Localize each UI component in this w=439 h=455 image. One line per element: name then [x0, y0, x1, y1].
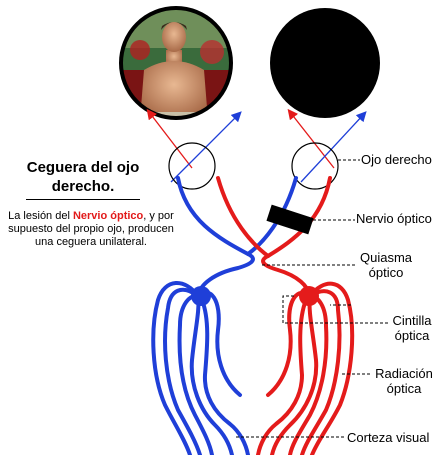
ray-right-blue [300, 111, 367, 183]
title-underline [26, 199, 140, 200]
label-optic-radiation: Radiación óptica [374, 366, 434, 396]
label-optic-tract: Cintilla óptica [388, 313, 436, 343]
ray-left-blue [170, 111, 242, 183]
red-pathway [216, 176, 355, 455]
left-visual-field [119, 6, 233, 120]
description-text: La lesión del Nervio óptico, y por supue… [0, 210, 182, 249]
label-optic-nerve: Nervio óptico [356, 211, 432, 226]
label-leader-lines [236, 159, 388, 438]
right-visual-field [270, 8, 380, 118]
description-highlight: Nervio óptico [72, 210, 144, 222]
label-optic-radiation-line1: Radiación [375, 366, 433, 381]
ray-left-red [146, 108, 193, 169]
ray-right-red [287, 108, 335, 169]
eye-right-icon [291, 142, 339, 190]
label-optic-radiation-line2: óptica [386, 381, 422, 396]
label-optic-tract-line2: óptica [394, 328, 430, 343]
description-suffix: , y por supuesto del propio ojo, produce… [8, 210, 174, 248]
label-visual-cortex: Corteza visual [347, 430, 430, 445]
eye-left-icon [168, 142, 216, 190]
page-title: Ceguera del ojo derecho. [26, 159, 140, 195]
description-prefix: La lesión del [8, 210, 73, 222]
lgn-right-icon [299, 286, 319, 306]
label-optic-tract-line1: Cintilla [392, 313, 432, 328]
label-optic-chiasm-line2: óptico [368, 265, 404, 280]
lesion-block-icon [266, 204, 314, 235]
label-optic-chiasm: Quiasma óptico [358, 250, 414, 280]
label-optic-chiasm-line1: Quiasma [359, 250, 413, 265]
blue-pathway [151, 176, 298, 455]
lgn-left-icon [191, 286, 211, 306]
label-eye: Ojo derecho [361, 152, 432, 167]
